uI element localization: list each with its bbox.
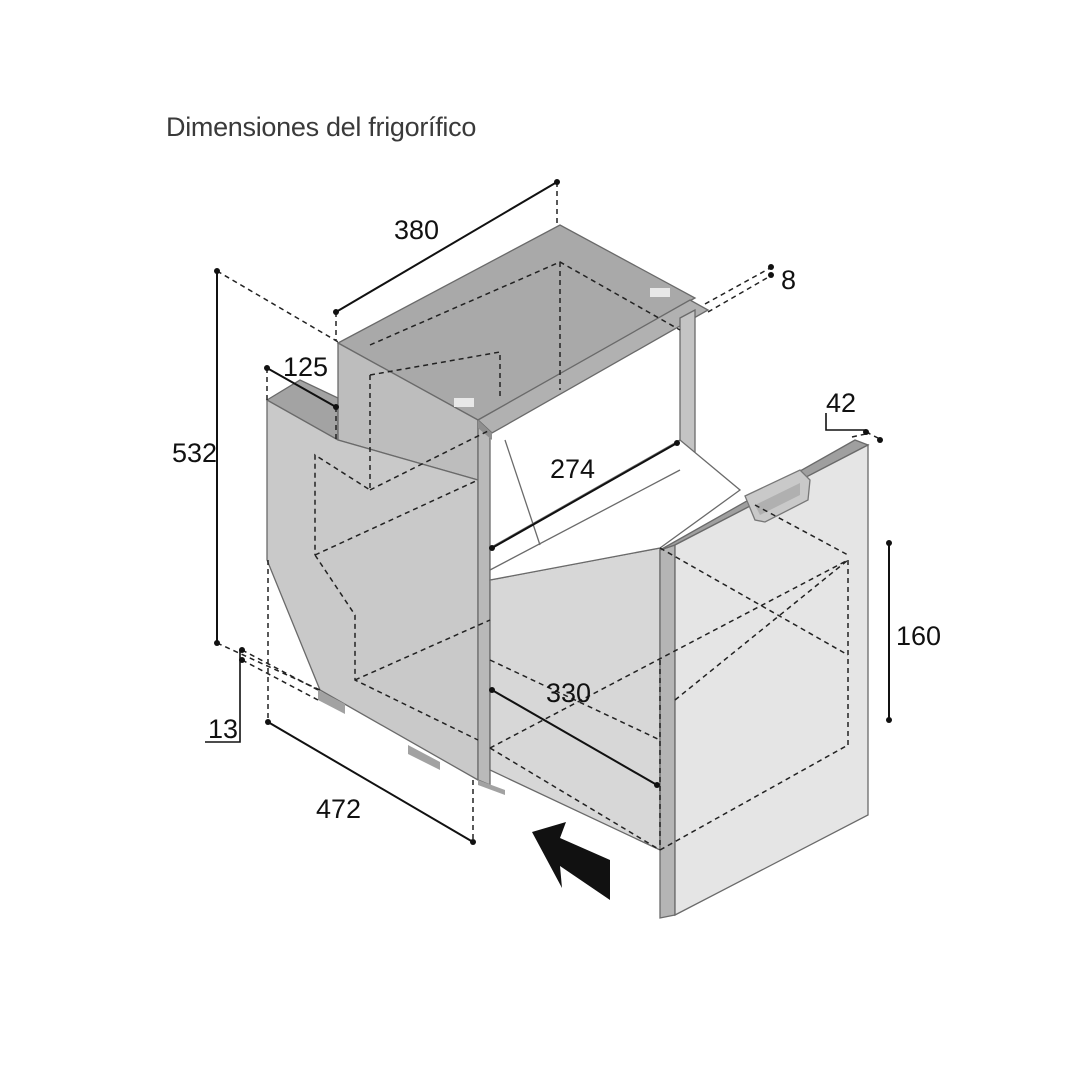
top-tab-right bbox=[650, 288, 670, 297]
arrow-up-left-icon bbox=[532, 822, 610, 900]
dim-label-160: 160 bbox=[896, 621, 941, 651]
front-rail-face bbox=[478, 420, 492, 440]
drawer-box bbox=[489, 439, 742, 852]
foot-front bbox=[478, 780, 505, 795]
door-side-edge bbox=[659, 544, 676, 919]
page-title: Dimensiones del frigorífico bbox=[166, 112, 477, 142]
foot-middle bbox=[408, 745, 440, 770]
dim-label-532: 532 bbox=[172, 438, 217, 468]
dim-label-380: 380 bbox=[394, 215, 439, 245]
foot-left bbox=[318, 690, 345, 714]
top-tab-left bbox=[454, 398, 474, 407]
door-handle-grip bbox=[755, 483, 800, 515]
side-panel-front-strip bbox=[477, 418, 491, 786]
hidden-edges bbox=[314, 261, 849, 851]
drawer-top-opening bbox=[489, 439, 742, 581]
dim-label-472: 472 bbox=[316, 794, 361, 824]
door bbox=[659, 439, 870, 919]
dim-label-13: 13 bbox=[208, 714, 238, 744]
dim-label-274: 274 bbox=[550, 454, 595, 484]
dim-label-8: 8 bbox=[781, 265, 796, 295]
dimension-labels: 380 8 532 125 42 274 160 330 13 472 bbox=[172, 215, 941, 824]
dim-label-330: 330 bbox=[546, 678, 591, 708]
dimension-lines bbox=[205, 179, 892, 845]
front-rail bbox=[476, 299, 710, 434]
cabinet-body bbox=[265, 224, 710, 795]
dim-label-125: 125 bbox=[283, 352, 328, 382]
dim-label-42: 42 bbox=[826, 388, 856, 418]
